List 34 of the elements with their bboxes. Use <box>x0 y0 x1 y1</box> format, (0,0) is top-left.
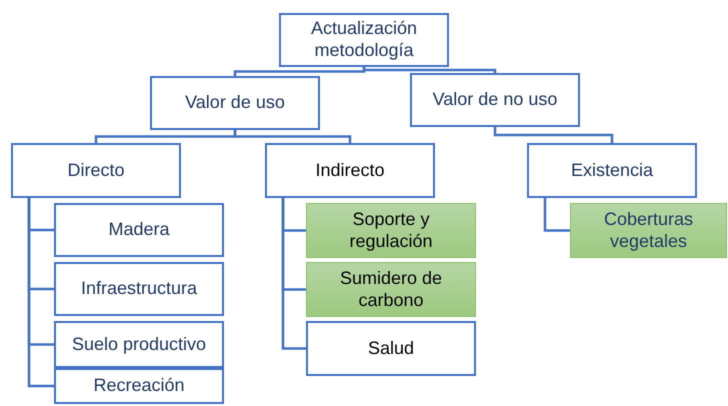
box-label: Soporte y regulación <box>348 208 434 252</box>
highlighted-category-box <box>306 262 476 317</box>
category-box <box>54 262 224 316</box>
box-label: Actualización metodología <box>310 18 418 62</box>
category-box <box>54 321 224 368</box>
connector-line <box>282 198 306 350</box>
category-box <box>279 13 449 67</box>
box-label: Madera <box>107 219 171 241</box>
category-box <box>410 73 580 127</box>
category-box <box>54 368 224 404</box>
connector-line <box>544 198 570 232</box>
category-box <box>54 203 224 257</box>
category-box <box>11 143 181 198</box>
box-label: Suelo productivo <box>70 334 208 356</box>
box-label: Salud <box>366 338 416 360</box>
box-label: Valor de uso <box>184 92 286 114</box>
category-box <box>527 143 697 198</box>
box-label: Infraestructura <box>80 278 198 300</box>
connector-line <box>28 198 54 388</box>
connector-line <box>234 130 352 143</box>
category-box <box>306 321 476 376</box>
box-label: Sumidero de carbono <box>338 268 444 312</box>
highlighted-category-box <box>306 203 476 258</box>
connector-line <box>362 67 496 73</box>
category-box <box>150 76 320 130</box>
box-label: Indirecto <box>314 160 386 182</box>
box-label: Valor de no uso <box>432 89 558 111</box>
box-label: Coberturas vegetales <box>602 208 694 252</box>
box-label: Recreación <box>92 375 186 397</box>
box-label: Directo <box>66 160 126 182</box>
connector-line <box>494 127 614 143</box>
box-label: Existencia <box>570 160 654 182</box>
highlighted-category-box <box>570 203 727 258</box>
category-box <box>265 143 435 198</box>
